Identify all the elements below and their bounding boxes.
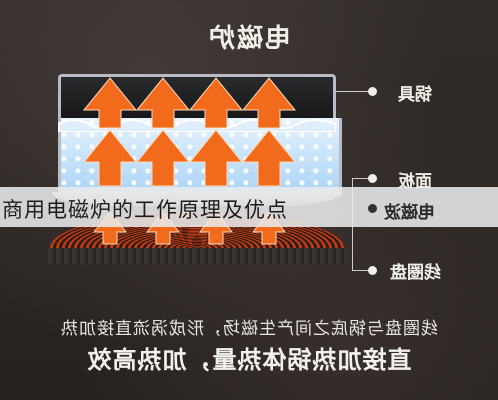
heat-arrow-icon (135, 129, 191, 187)
coil-leader-line (352, 270, 370, 271)
panel-leader-dot (368, 174, 377, 183)
description-line-1: 线圈盘与锅底之间产生磁场，形成涡流直接加热 (60, 319, 438, 339)
description-line-2: 直接加热锅体热量，加热高效 (86, 346, 412, 374)
heat-arrow-icon (188, 77, 244, 129)
heat-arrow-icon (135, 77, 191, 129)
heat-arrow-icon (241, 129, 297, 187)
caption-banner (0, 187, 498, 227)
panel-leader-line (352, 178, 370, 179)
pot-leader-dot (368, 87, 377, 96)
pot-label: 锅具 (398, 85, 432, 105)
heat-arrow-icon (241, 77, 297, 129)
heat-arrow-icon (82, 129, 138, 187)
cooker-base (48, 248, 348, 264)
wave-label: 电磁波 (384, 203, 435, 223)
coil-label: 线圈盘 (390, 263, 441, 283)
pot-leader-line (336, 91, 370, 92)
wave-leader-dot (368, 204, 377, 213)
caption-text: 商用电磁炉的工作原理及优点 (2, 198, 288, 222)
heat-arrow-icon (188, 129, 244, 187)
heat-arrow-icon (82, 77, 138, 129)
coil-leader-dot (368, 266, 377, 275)
